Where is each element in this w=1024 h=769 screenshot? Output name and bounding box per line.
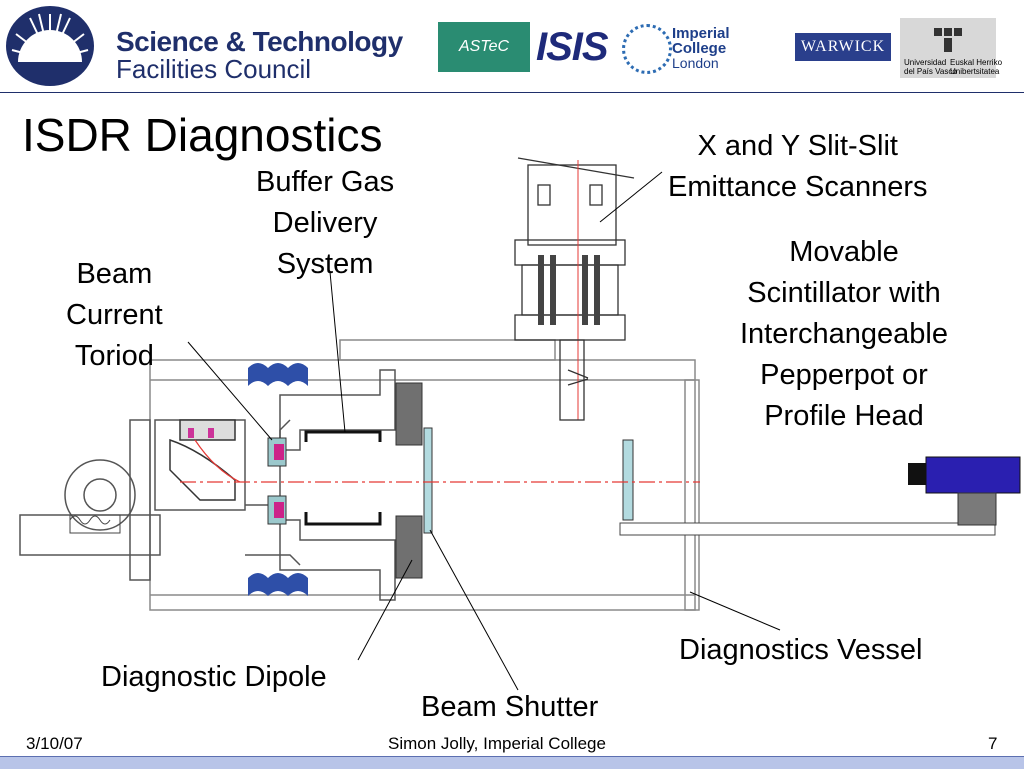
- left-coupler: [69, 514, 121, 534]
- toroid-housing: [169, 419, 236, 501]
- beam-shutter-plate: [423, 427, 433, 534]
- astec-logo: ASTeC: [438, 22, 530, 72]
- blue-springs: [248, 363, 308, 596]
- org-name: Science & Technology Facilities Council: [116, 26, 403, 85]
- gas-cell-brackets: [304, 430, 382, 526]
- camera: [908, 456, 1021, 526]
- left-flange: [19, 419, 301, 581]
- imperial-logo-line1: Imperial College: [672, 25, 730, 57]
- label-beam-current-toroid: Beam Current Toriod: [66, 258, 163, 372]
- isdr-schematic: [19, 157, 1021, 691]
- org-name-line2: Facilities Council: [116, 54, 312, 84]
- isis-logo: ISIS: [536, 22, 672, 74]
- stfc-sunburst-icon: [6, 6, 94, 86]
- footer-date: 3/10/07: [26, 734, 83, 753]
- scintillator-plate: [622, 439, 634, 521]
- isis-logo-text: ISIS: [536, 24, 609, 69]
- gas-cell: [279, 369, 396, 601]
- label-diagnostic-dipole: Diagnostic Dipole: [101, 661, 327, 693]
- label-buffer-gas: Buffer Gas Delivery System: [256, 166, 395, 280]
- isis-burst-icon: [622, 24, 672, 74]
- astec-logo-text: ASTeC: [458, 38, 510, 55]
- slide-title: ISDR Diagnostics: [22, 109, 383, 161]
- leader-lines: [187, 171, 781, 691]
- imperial-logo: Imperial College London: [672, 25, 784, 71]
- scanner-coils: [538, 255, 600, 325]
- footer-page-number: 7: [988, 734, 998, 753]
- header-banner: Science & Technology Facilities Council …: [0, 0, 1024, 93]
- dipole-magnets: [395, 382, 423, 579]
- toroid-rings: [267, 437, 287, 525]
- warwick-logo-text: WARWICK: [800, 38, 886, 55]
- ehu-logo-spanish: Universidad del País Vasco: [904, 58, 957, 76]
- label-scintillator: Movable Scintillator with Interchangeabl…: [740, 236, 948, 432]
- actuator-rod: [619, 522, 996, 536]
- footer-bar: [0, 756, 1024, 769]
- ehu-tree-icon: [934, 28, 962, 52]
- ehu-logo: Universidad del País Vasco Euskal Herrik…: [900, 18, 1002, 78]
- slide-footer: 3/10/07 Simon Jolly, Imperial College 7: [0, 728, 1024, 769]
- label-beam-shutter: Beam Shutter: [421, 691, 599, 723]
- toroid-magenta-parts: [188, 428, 214, 438]
- label-diagnostics-vessel: Diagnostics Vessel: [679, 634, 923, 666]
- footer-author: Simon Jolly, Imperial College: [388, 734, 606, 753]
- label-emittance-scanners: X and Y Slit-Slit Emittance Scanners: [668, 130, 928, 203]
- imperial-logo-line2: London: [672, 55, 719, 71]
- emittance-scanner-stack: [514, 157, 635, 421]
- ehu-logo-basque: Euskal Herriko Unibertsitatea: [950, 58, 1003, 76]
- beam-axis: [180, 439, 700, 483]
- warwick-logo: WARWICK: [795, 33, 891, 61]
- org-name-line1: Science & Technology: [116, 26, 403, 57]
